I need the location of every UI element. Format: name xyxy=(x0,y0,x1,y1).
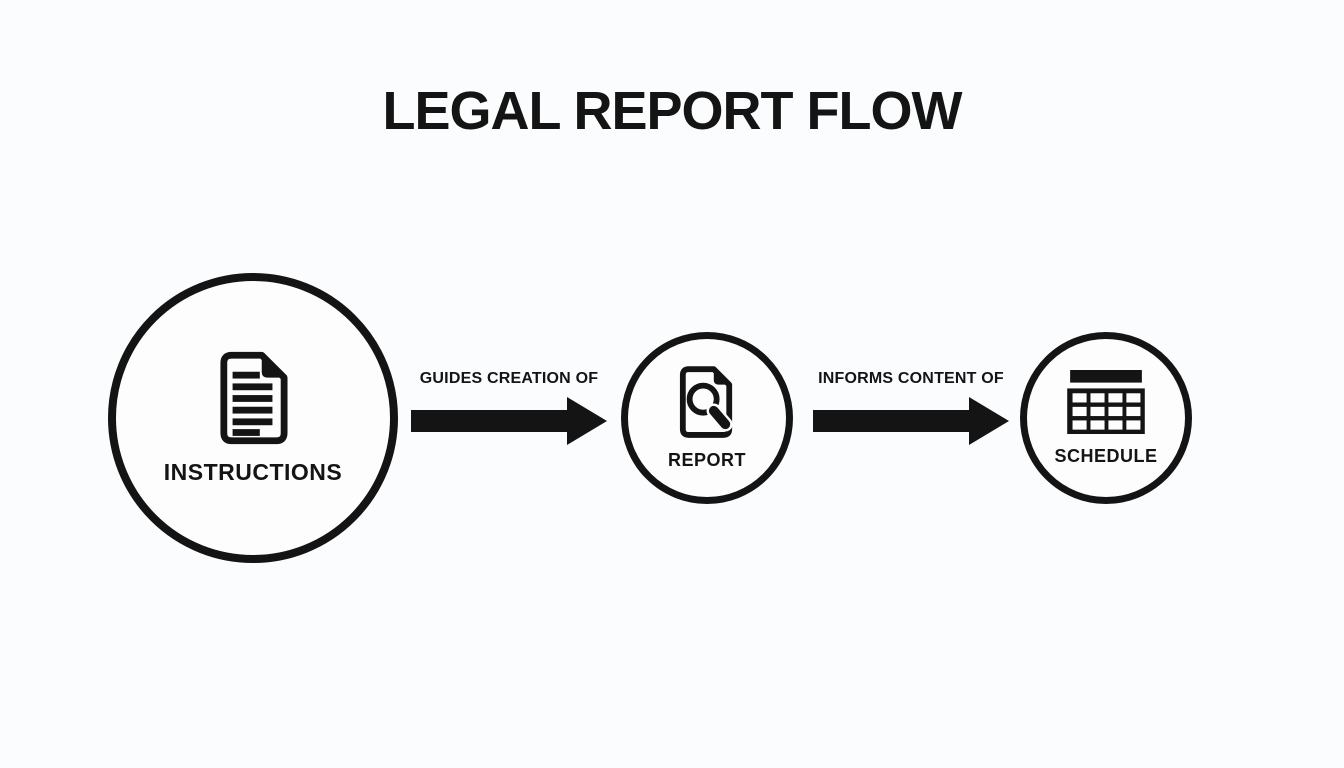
document-lines-icon xyxy=(218,351,288,445)
diagram-title: LEGAL REPORT FLOW xyxy=(382,81,963,141)
node-schedule: SCHEDULE xyxy=(1020,332,1192,504)
connector-informs-content-label: INFORMS CONTENT OF xyxy=(818,370,1004,387)
connector-informs-content: INFORMS CONTENT OF xyxy=(812,370,1010,446)
node-report: REPORT xyxy=(621,332,793,504)
node-report-label: REPORT xyxy=(667,449,746,470)
connector-guides-creation: GUIDES CREATION OF xyxy=(410,370,608,446)
connector-guides-creation-label: GUIDES CREATION OF xyxy=(419,370,599,387)
node-instructions: INSTRUCTIONS xyxy=(108,273,398,563)
node-instructions-label: INSTRUCTIONS xyxy=(163,458,343,485)
node-schedule-label: SCHEDULE xyxy=(1054,445,1158,466)
document-magnifier-icon xyxy=(678,365,736,442)
table-grid-icon xyxy=(1067,369,1145,434)
arrow-right-icon xyxy=(411,388,607,446)
arrow-right-icon xyxy=(813,388,1009,446)
